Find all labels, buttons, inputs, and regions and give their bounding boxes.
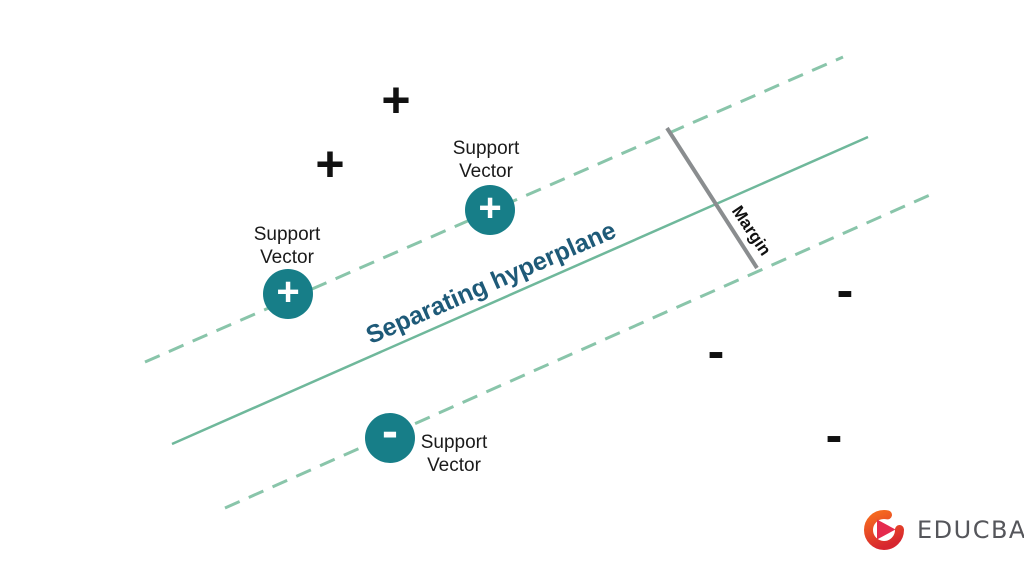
minus-point: -	[707, 323, 725, 379]
support-vector-positive-circle: +	[263, 269, 313, 319]
educba-swirl-icon	[864, 510, 904, 550]
minus-symbol: -	[382, 405, 398, 458]
support-vector-label-line2: Vector	[459, 161, 513, 182]
support-vector-label-line1: Support	[452, 138, 520, 159]
support-vector-label: Support Vector	[217, 223, 357, 269]
minus-point: -	[836, 262, 854, 318]
support-vector-label-line2: Vector	[427, 455, 481, 476]
educba-brand-text: EDUCBA	[917, 516, 1024, 544]
margin-width-line	[665, 126, 759, 270]
support-vector-label: Support Vector	[384, 431, 524, 477]
support-vector-negative-circle: -	[365, 408, 415, 463]
support-vector-label-line1: Support	[253, 224, 321, 245]
support-vector-label-line2: Vector	[260, 247, 314, 268]
support-vector-label: Support Vector	[416, 137, 556, 183]
plus-symbol: +	[276, 270, 300, 314]
separating-hyperplane-line	[171, 135, 869, 446]
minus-point: -	[825, 407, 843, 463]
educba-logo: EDUCBA	[860, 506, 1024, 554]
plus-point: +	[381, 72, 411, 128]
upper-margin-boundary-dashed-line	[144, 55, 844, 364]
plus-symbol: +	[478, 186, 502, 230]
support-vector-label-line1: Support	[420, 432, 488, 453]
plus-point: +	[315, 136, 345, 192]
support-vector-positive-circle: +	[465, 185, 515, 235]
